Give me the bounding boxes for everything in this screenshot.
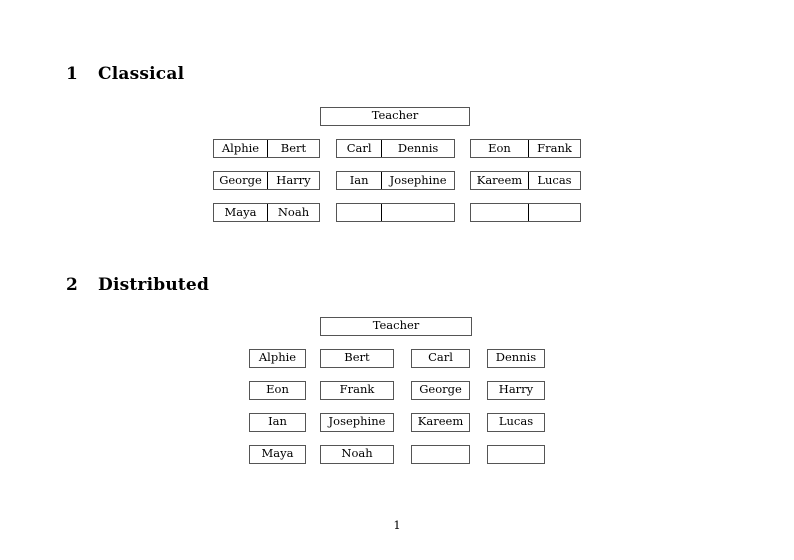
classical-group3-row3 [470, 203, 581, 222]
classical-group2-row3 [336, 203, 455, 222]
distributed-cell: George [411, 381, 470, 400]
table-cell: Dennis [381, 140, 454, 157]
distributed-cell: Harry [487, 381, 545, 400]
distributed-cell [487, 445, 545, 464]
section-number: 2 [66, 275, 79, 295]
cell-label: George [419, 382, 462, 397]
cell-label: Kareem [417, 414, 464, 429]
table-cell: Kareem [476, 172, 523, 187]
section-title: Distributed [98, 275, 210, 295]
table-cell [527, 204, 580, 221]
section-number: 1 [66, 64, 79, 84]
classical-group2-row1: Carl Dennis [336, 139, 455, 158]
cell-label: Eon [266, 382, 289, 397]
distributed-cell: Frank [320, 381, 394, 400]
table-cell [471, 204, 528, 221]
cell-label: Carl [428, 350, 453, 365]
cell-label: Josephine [328, 414, 386, 429]
distributed-cell: Maya [249, 445, 306, 464]
table-cell: Lucas [527, 172, 580, 189]
table-cell [337, 204, 381, 221]
distributed-cell: Noah [320, 445, 394, 464]
table-cell: Alphie [221, 140, 260, 155]
table-cell: Josephine [381, 172, 454, 189]
table-cell: Eon [488, 140, 511, 155]
cell-label: Maya [261, 446, 294, 461]
classical-teacher-box: Teacher [320, 107, 470, 126]
cell-label: Noah [341, 446, 373, 461]
section-heading-distributed: 2 Distributed [66, 275, 209, 295]
table-cell: Carl [346, 140, 372, 155]
classical-group3-row2: Kareem Lucas [470, 171, 581, 190]
table-cell: Noah [266, 204, 319, 221]
section-title: Classical [98, 64, 185, 84]
page-number: 1 [393, 518, 401, 532]
distributed-cell: Josephine [320, 413, 394, 432]
cell-label: Dennis [495, 350, 537, 365]
classical-group2-row2: Ian Josephine [336, 171, 455, 190]
section-heading-classical: 1 Classical [66, 64, 184, 84]
table-cell [381, 204, 454, 221]
table-cell: Harry [266, 172, 319, 189]
distributed-cell: Carl [411, 349, 470, 368]
distributed-teacher-box: Teacher [320, 317, 472, 336]
distributed-cell: Lucas [487, 413, 545, 432]
distributed-cell: Eon [249, 381, 306, 400]
classical-group1-row3: Maya Noah [213, 203, 320, 222]
table-cell: Bert [266, 140, 319, 157]
distributed-teacher-label: Teacher [372, 318, 420, 333]
classical-group1-row1: Alphie Bert [213, 139, 320, 158]
table-cell: Ian [349, 172, 369, 187]
classical-group3-row1: Eon Frank [470, 139, 581, 158]
distributed-cell: Kareem [411, 413, 470, 432]
distributed-cell: Bert [320, 349, 394, 368]
classical-group1-row2: George Harry [213, 171, 320, 190]
table-cell: Frank [527, 140, 580, 157]
cell-label: Harry [498, 382, 534, 397]
cell-label: Alphie [258, 350, 297, 365]
cell-label: Bert [344, 350, 370, 365]
distributed-cell: Ian [249, 413, 306, 432]
distributed-cell [411, 445, 470, 464]
cell-label: Frank [339, 382, 375, 397]
cell-label: Lucas [498, 414, 534, 429]
distributed-cell: Dennis [487, 349, 545, 368]
table-cell: George [219, 172, 262, 187]
table-cell: Maya [224, 204, 257, 219]
cell-label: Ian [268, 414, 287, 429]
classical-teacher-label: Teacher [371, 108, 419, 123]
distributed-cell: Alphie [249, 349, 306, 368]
